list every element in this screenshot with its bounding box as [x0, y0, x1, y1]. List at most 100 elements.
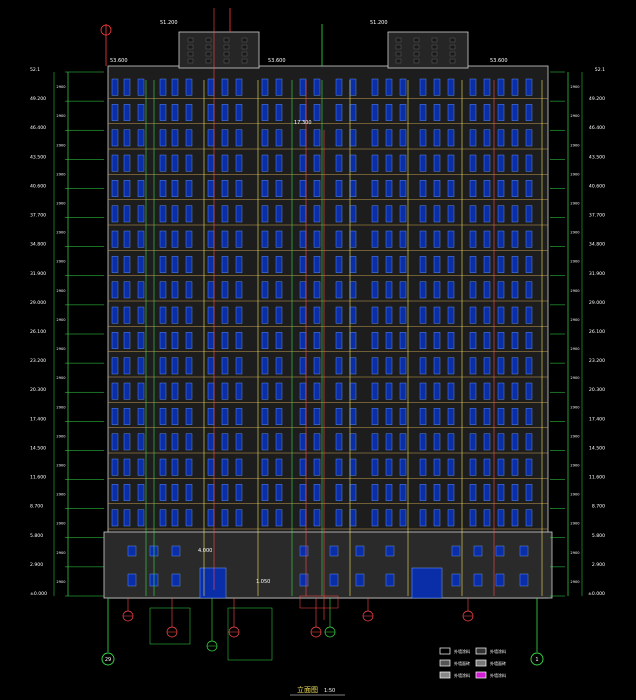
window	[221, 129, 229, 147]
window	[447, 332, 455, 349]
window	[497, 256, 505, 273]
window	[447, 306, 455, 324]
window	[497, 154, 505, 172]
window	[349, 382, 357, 400]
window	[299, 408, 307, 425]
tower-vent	[395, 58, 402, 64]
window	[433, 332, 441, 349]
window	[497, 306, 505, 324]
floor-height-label: 2900	[570, 464, 580, 468]
window	[385, 573, 395, 587]
window	[483, 180, 491, 197]
window	[123, 408, 131, 425]
window	[511, 230, 519, 248]
window	[171, 281, 179, 299]
window	[137, 382, 145, 400]
window	[123, 205, 131, 223]
window	[185, 78, 193, 96]
window	[235, 281, 243, 299]
tower-vent	[241, 51, 248, 57]
window	[469, 129, 477, 147]
window	[525, 129, 533, 147]
window	[385, 408, 393, 425]
window	[385, 306, 393, 324]
window	[185, 205, 193, 223]
window	[399, 154, 407, 172]
window	[469, 154, 477, 172]
window	[185, 484, 193, 501]
window	[469, 332, 477, 349]
window	[299, 281, 307, 299]
window	[235, 433, 243, 451]
window	[483, 230, 491, 248]
window	[235, 458, 243, 476]
window	[433, 78, 441, 96]
window	[349, 78, 357, 96]
window	[235, 256, 243, 273]
window	[299, 230, 307, 248]
legend-label: 外墙涂料	[490, 648, 506, 654]
window	[349, 458, 357, 476]
window	[207, 408, 215, 425]
level-label: 31.900	[589, 271, 605, 277]
tower-vent	[223, 37, 230, 43]
window	[419, 306, 427, 324]
window	[335, 256, 343, 273]
note-box	[299, 595, 339, 609]
level-label: 40.600	[30, 183, 46, 189]
window	[171, 408, 179, 425]
window	[235, 306, 243, 324]
window	[275, 205, 283, 223]
window	[335, 408, 343, 425]
window	[433, 180, 441, 197]
window	[123, 180, 131, 197]
tower-vent	[223, 44, 230, 50]
window	[525, 408, 533, 425]
window	[483, 357, 491, 375]
window	[419, 281, 427, 299]
level-label: 20.300	[589, 387, 605, 393]
level-label: 8.700	[592, 504, 605, 510]
window	[261, 180, 269, 197]
window	[371, 205, 379, 223]
tower-vent	[449, 37, 456, 43]
window	[335, 129, 343, 147]
window	[399, 104, 407, 121]
window	[497, 205, 505, 223]
window	[433, 306, 441, 324]
mid-tag: 17.300	[294, 120, 312, 126]
window	[349, 205, 357, 223]
window	[349, 357, 357, 375]
window	[497, 78, 505, 96]
window	[185, 256, 193, 273]
window	[159, 205, 167, 223]
window	[525, 104, 533, 121]
window	[299, 205, 307, 223]
window	[329, 545, 339, 557]
window	[235, 382, 243, 400]
window	[275, 484, 283, 501]
floor-height-label: 2900	[56, 260, 66, 264]
window	[207, 129, 215, 147]
vertical-pilasters	[145, 8, 543, 620]
window	[419, 484, 427, 501]
tower-vent	[205, 51, 212, 57]
window	[385, 78, 393, 96]
level-label: 23.200	[30, 358, 46, 364]
window	[221, 180, 229, 197]
window	[127, 573, 137, 587]
tower-vent	[223, 58, 230, 64]
window	[497, 357, 505, 375]
window	[511, 281, 519, 299]
window	[235, 205, 243, 223]
level-label: 2.900	[30, 562, 43, 568]
window	[385, 281, 393, 299]
window	[433, 408, 441, 425]
window	[299, 573, 309, 587]
tower-vent	[395, 44, 402, 50]
window	[171, 545, 181, 557]
window	[221, 458, 229, 476]
window	[159, 154, 167, 172]
floor-height-label: 2900	[56, 376, 66, 380]
tower-vent	[187, 51, 194, 57]
